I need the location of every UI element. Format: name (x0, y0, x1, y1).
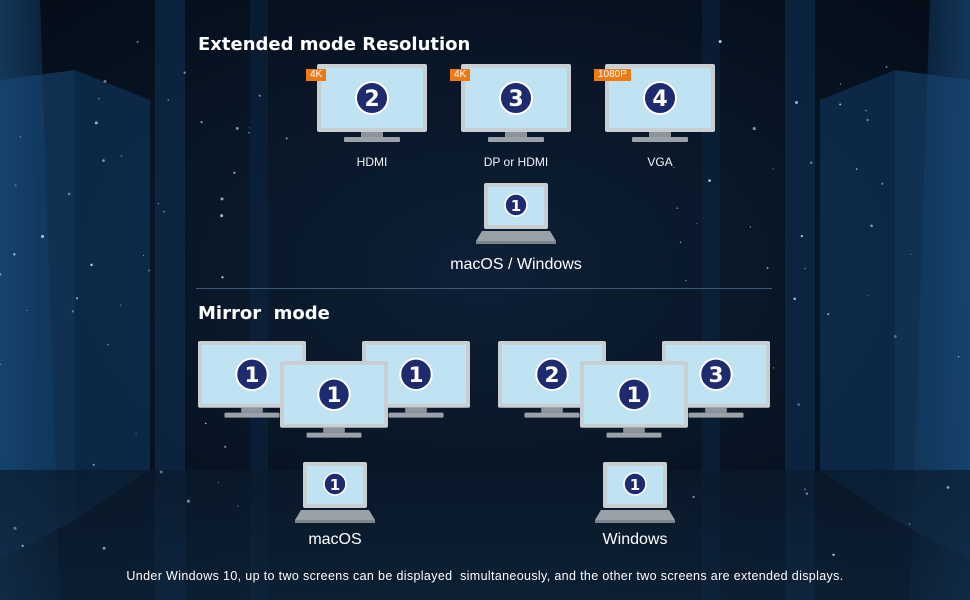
extended-laptop: 1 1 (476, 183, 556, 245)
number-circle (499, 81, 533, 115)
svg-text:1: 1 (330, 476, 340, 494)
extended-monitor-2: 33 (461, 64, 571, 144)
svg-text:2: 2 (364, 87, 379, 112)
svg-text:1: 1 (626, 383, 641, 408)
mirror-mode-title: Mirror mode (198, 303, 330, 324)
port-label: DP or HDMI (483, 155, 549, 169)
port-label: HDMI (356, 155, 388, 169)
mirror-windows-monitor-center: 1 1 (580, 361, 688, 440)
number-circle (323, 472, 347, 496)
number-circle (399, 357, 433, 392)
svg-text:2: 2 (544, 363, 559, 388)
svg-text:1: 1 (408, 363, 423, 388)
mirror-macos-label: macOS (308, 531, 362, 548)
svg-text:3: 3 (508, 87, 523, 112)
resolution-badge: 1080P (594, 69, 631, 81)
extended-monitor-1: 22 (317, 64, 427, 144)
resolution-badge: 4K (306, 69, 327, 81)
footnote: Under Windows 10, up to two screens can … (126, 569, 844, 583)
number-circle (699, 357, 733, 392)
number-circle (623, 472, 647, 496)
extended-os-label: macOS / Windows (450, 256, 582, 273)
section-divider (196, 288, 772, 289)
mirror-macos-monitor-center: 1 1 (280, 361, 388, 440)
port-label: VGA (647, 155, 673, 169)
number-circle (355, 81, 389, 115)
mirror-windows-label: Windows (602, 531, 668, 548)
svg-text:1: 1 (244, 363, 259, 388)
number-circle (643, 81, 677, 115)
svg-text:1: 1 (511, 197, 521, 215)
svg-text:1: 1 (326, 383, 341, 408)
mirror-macos-laptop: 1 1 (295, 462, 375, 524)
svg-text:4: 4 (652, 87, 667, 112)
number-circle (617, 377, 651, 412)
number-circle (535, 357, 569, 392)
extended-mode-title: Extended mode Resolution (198, 34, 471, 55)
number-circle (235, 357, 269, 392)
number-circle (317, 377, 351, 412)
number-circle (504, 193, 528, 217)
resolution-badge: 4K (450, 69, 471, 81)
svg-text:3: 3 (708, 363, 723, 388)
svg-text:1: 1 (630, 476, 640, 494)
mirror-windows-laptop: 1 1 (595, 462, 675, 524)
